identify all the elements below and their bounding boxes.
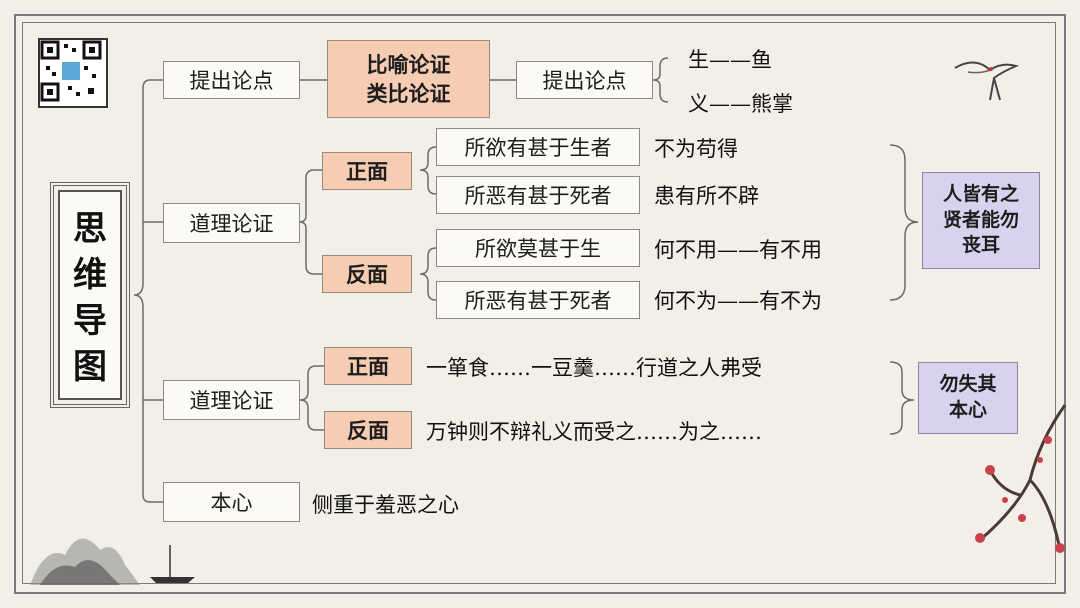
title-char: 思 [73, 209, 107, 249]
node-item: 所欲莫甚于生 [436, 229, 640, 267]
pair-text: 义——熊掌 [688, 92, 793, 116]
method-label: 类比论证 [366, 81, 451, 106]
original-heart-text: 侧重于羞恶之心 [312, 493, 459, 517]
result-text: 何不用——有不用 [654, 238, 822, 262]
title-box: 思 维 导 图 [50, 182, 130, 408]
node-reasoning-2: 道理论证 [163, 380, 300, 420]
title-char: 导 [73, 301, 107, 341]
positive-text: 一箪食……一豆羹……行道之人弗受 [426, 356, 762, 380]
node-negative: 反面 [322, 255, 412, 293]
conclusion-line: 本心 [948, 399, 987, 421]
title-char: 维 [73, 255, 107, 295]
node-negative-2: 反面 [324, 411, 412, 449]
title-char: 图 [73, 347, 107, 387]
node-method: 比喻论证 类比论证 [327, 40, 490, 118]
crane-icon [954, 61, 1019, 101]
node-raise-argument-mid: 提出论点 [516, 61, 653, 99]
result-text: 患有所不辟 [654, 184, 759, 208]
method-label: 比喻论证 [366, 51, 451, 77]
conclusion-line: 勿失其 [939, 373, 997, 396]
conclusion-box: 人皆有之 贤者能勿 丧耳 [922, 172, 1040, 269]
conclusion-line: 丧耳 [961, 234, 1000, 257]
node-positive: 正面 [322, 152, 412, 190]
node-item: 所恶有甚于死者 [436, 176, 640, 214]
outer-frame [14, 14, 1066, 594]
mountain-landscape-icon [30, 538, 195, 585]
conclusion-line: 人皆有之 [942, 183, 1019, 206]
conclusion-box-2: 勿失其 本心 [918, 362, 1018, 434]
node-positive-2: 正面 [324, 347, 412, 385]
node-reasoning: 道理论证 [163, 203, 300, 243]
node-item: 所恶有甚于死者 [436, 281, 640, 319]
pair-text: 生——鱼 [688, 48, 772, 72]
plum-blossom-icon [975, 404, 1067, 553]
inner-frame [22, 22, 1056, 584]
negative-text: 万钟则不辩礼义而受之……为之…… [426, 420, 762, 444]
conclusion-line: 贤者能勿 [942, 208, 1019, 231]
result-text: 何不为——有不为 [654, 289, 822, 313]
node-item: 所欲有甚于生者 [436, 128, 640, 166]
result-text: 不为苟得 [654, 137, 738, 161]
qr-code-icon [38, 38, 108, 108]
node-raise-argument: 提出论点 [163, 61, 300, 99]
node-original-heart: 本心 [163, 482, 300, 522]
